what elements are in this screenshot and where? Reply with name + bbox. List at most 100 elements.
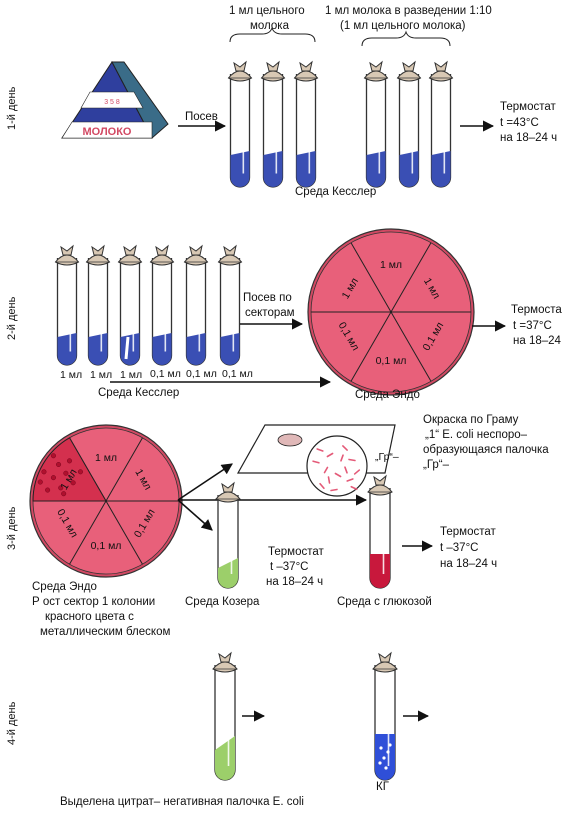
kg-label: КГ [376,781,390,793]
koser-label-day3: Среда Козера [185,596,260,608]
time-label-day1: на 18–24 ч [500,132,557,144]
thermostat-label-mid: Термостат [268,546,325,558]
thermostat-label-day1: Термостат [500,101,557,113]
diluted-label-1: 1 мл молока в разведении 1:10 [325,5,492,17]
diluted-brace [361,30,451,47]
tube-label: 1 мл [60,369,82,381]
gas-bubble [378,761,382,765]
sector-label: 0,1 мл [376,355,407,367]
kg-tube-day4 [372,651,398,781]
colony [37,479,43,485]
gram-small-label: „Гр“– [375,451,399,463]
sector-label: 0,1 мл [91,540,122,552]
kessler-tube [54,244,80,366]
rod [326,452,334,458]
kessler-tube [428,60,454,188]
rod [312,460,320,464]
kessler-tube [149,244,175,366]
gas-bubble [384,766,388,770]
day-label-4: 4-й день [6,701,18,745]
rod [346,478,354,482]
gram-label-3: образующаяся палочка [423,444,549,456]
tube-labels-day2: 1 мл 1 мл 1 мл 0,1 мл 0,1 мл 0,1 мл [60,368,253,381]
day-label-2: 2-й день [6,296,18,340]
day-label-3: 3-й день [6,506,18,550]
kessler-tube [293,60,319,188]
tube-label: 1 мл [90,369,112,381]
glucose-tube [367,474,393,589]
tube-label: 0,1 мл [222,368,253,380]
rod [319,482,325,490]
whole-milk-label-1: 1 мл цельного [229,5,305,17]
rod [323,466,329,474]
kessler-tube [85,244,111,366]
time-label-day2: на 18–24 [513,335,562,347]
kessler-tubes-day2 [54,244,243,366]
growth-label-2: красного цвета с [45,611,134,623]
kessler-tube [363,60,389,188]
gas-bubble [388,743,392,747]
sowing-label: Посев [185,111,218,123]
temp-label-day1: t =43°C [500,117,539,129]
rod [350,485,358,491]
growth-label-3: металлическим блеском [40,626,170,638]
time-label-right: на 18–24 ч [440,558,497,570]
thermostat-label-day2: Термоста [511,304,562,316]
growth-label-1: Р ост сектор 1 колонии [32,596,155,608]
whole-milk-brace [229,26,316,43]
gram-label-2: „1“ E. coli неспоро– [425,429,528,441]
kessler-tube [217,244,243,366]
kessler-tube [227,60,253,188]
rod [344,466,348,474]
time-label-mid: на 18–24 ч [266,576,323,588]
kessler-tubes-day1 [227,60,454,188]
rod [348,458,356,462]
conclusion-label: Выделена цитрат– негативная палочка E. c… [60,796,304,808]
colony [66,458,72,464]
rod [334,472,342,478]
temp-label-day2: t =37°C [513,320,552,332]
tube-label: 0,1 мл [186,368,217,380]
tube-label: 0,1 мл [150,368,181,380]
koser-tube-day4 [212,651,238,781]
glucose-tube-day3 [367,474,393,589]
kessler-tube [183,244,209,366]
colony [77,469,83,475]
gas-bubble [379,746,383,750]
endo-label-day2: Среда Эндо [355,389,420,401]
endo-plate-day2: 1 мл1 мл0,1 мл0,1 мл0,1 мл1 мл [307,228,475,396]
colony [63,470,69,476]
rod [340,454,344,462]
kessler-label-day1: Среда Кесслер [295,186,376,198]
rod [342,445,348,451]
koser-tube [215,481,241,589]
rod [330,488,338,492]
sector-label: 1 мл [380,259,402,271]
colony [41,469,47,475]
colony [70,480,76,486]
gram-label-1: Окраска по Граму [423,414,519,426]
milk-pyramid: 3 5 8 МОЛОКО [61,61,169,139]
kessler-tube [396,60,422,188]
sector-label: 1 мл [95,452,117,464]
gram-label-4: „Гр“– [423,459,450,471]
temp-label-right: t –37°C [440,542,478,554]
rod [353,469,361,475]
endo-plate-day3: 1 мл1 мл0,1 мл0,1 мл0,1 мл1 мл [29,424,183,578]
colony [50,453,56,459]
colony [61,491,67,497]
kessler-tube [260,60,286,188]
microscope-field [306,435,368,497]
rod [327,476,331,484]
tube-label: 1 мл [120,369,142,381]
sector-sowing-label-2: секторам [245,307,295,319]
koser-tube-day3 [215,481,241,589]
temp-label-mid: t –37°C [270,561,308,573]
colony [45,487,51,493]
day-label-1: 1-й день [6,86,18,130]
colony-sector [32,437,107,502]
gas-bubble [386,750,390,754]
kg-tube [372,651,398,781]
colony [50,475,56,481]
